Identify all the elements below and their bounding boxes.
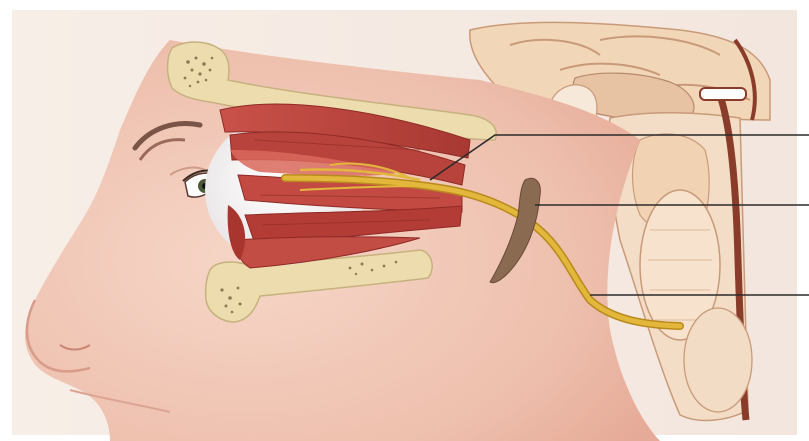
anatomy-diagram (0, 0, 809, 441)
anatomy-illustration (0, 0, 809, 441)
